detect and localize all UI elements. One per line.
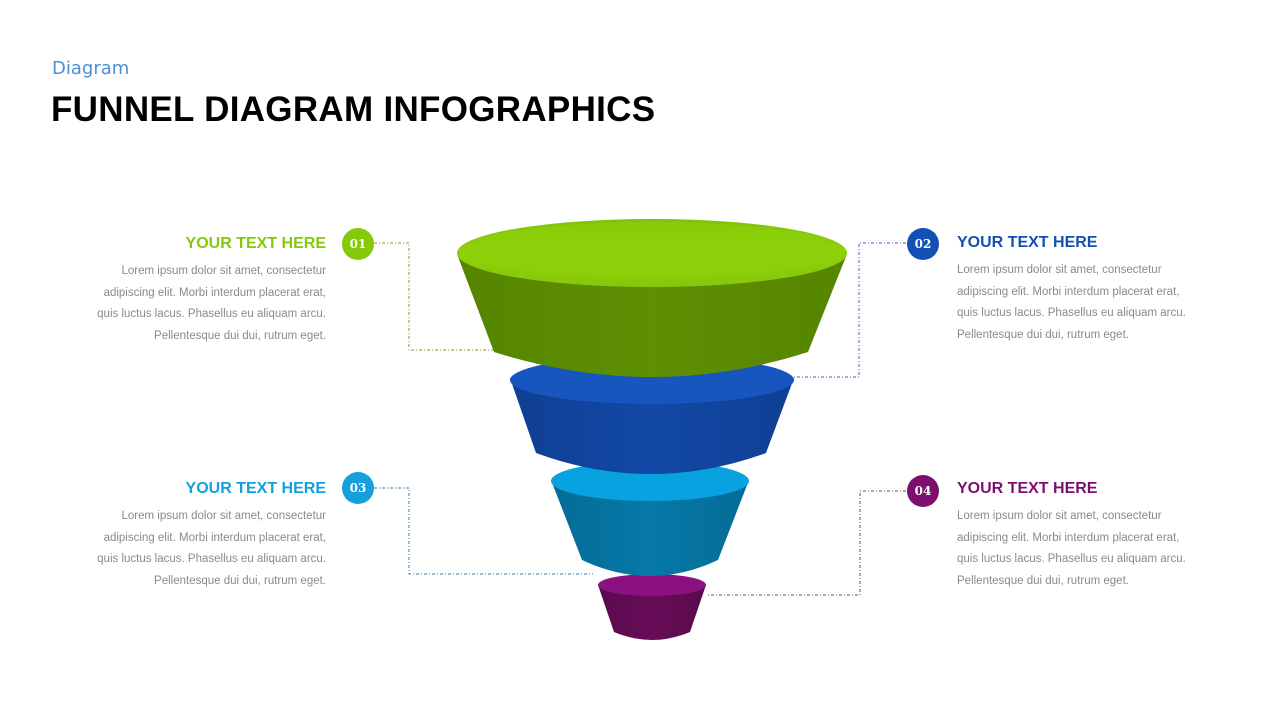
stage-body-03: Lorem ipsum dolor sit amet, consectetur … bbox=[97, 510, 326, 587]
connector-02 bbox=[790, 242, 906, 378]
text-block-02: YOUR TEXT HERE Lorem ipsum dolor sit ame… bbox=[957, 234, 1197, 346]
text-block-01: YOUR TEXT HERE Lorem ipsum dolor sit ame… bbox=[86, 235, 326, 347]
badge-01: 01 bbox=[342, 228, 374, 260]
stage-heading-04: YOUR TEXT HERE bbox=[957, 480, 1098, 497]
funnel-stage-04 bbox=[598, 574, 706, 640]
stage-body-02: Lorem ipsum dolor sit amet, consectetur … bbox=[957, 264, 1186, 341]
connector-04 bbox=[706, 490, 906, 596]
stage-body-01: Lorem ipsum dolor sit amet, consectetur … bbox=[97, 265, 326, 342]
stage-heading-03: YOUR TEXT HERE bbox=[185, 480, 326, 497]
stage-heading-01: YOUR TEXT HERE bbox=[185, 235, 326, 252]
connector-03 bbox=[374, 487, 593, 575]
text-block-04: YOUR TEXT HERE Lorem ipsum dolor sit ame… bbox=[957, 480, 1197, 592]
badge-03: 03 bbox=[342, 472, 374, 504]
slide-subtitle: Diagram bbox=[52, 58, 130, 79]
text-block-03: YOUR TEXT HERE Lorem ipsum dolor sit ame… bbox=[86, 480, 326, 592]
stage-body-04: Lorem ipsum dolor sit amet, consectetur … bbox=[957, 510, 1186, 587]
connector-lines bbox=[374, 242, 906, 596]
stage-heading-02: YOUR TEXT HERE bbox=[957, 234, 1098, 251]
badge-02: 02 bbox=[907, 228, 939, 260]
badge-04: 04 bbox=[907, 475, 939, 507]
slide-title: FUNNEL DIAGRAM INFOGRAPHICS bbox=[51, 90, 656, 129]
connector-01 bbox=[374, 242, 494, 351]
funnel-stage-03 bbox=[551, 461, 749, 576]
funnel-stage-01 bbox=[457, 219, 847, 377]
